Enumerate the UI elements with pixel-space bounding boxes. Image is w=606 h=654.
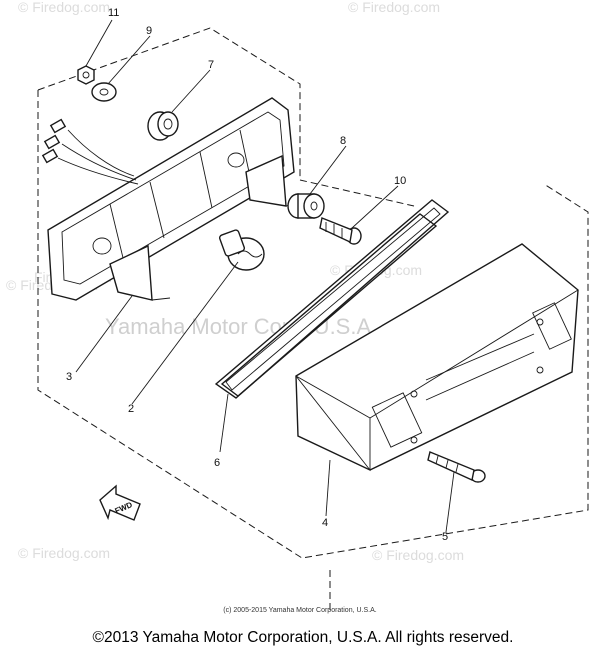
callout-11: 11 <box>108 7 119 19</box>
watermark-bottom-right: © Firedog.com <box>372 547 464 563</box>
copyright-main: ©2013 Yamaha Motor Corporation, U.S.A. A… <box>93 629 514 646</box>
callout-labels: 11 9 7 8 10 3 2 6 4 5 <box>66 7 448 543</box>
callout-2: 2 <box>128 403 134 415</box>
callout-8: 8 <box>340 135 346 147</box>
callout-5: 5 <box>442 531 448 543</box>
watermark-top-right: © Firedog.com <box>348 0 440 15</box>
fwd-arrow: FWD <box>99 484 141 521</box>
nut-part <box>77 65 95 85</box>
lens-part <box>295 243 579 472</box>
gasket-part <box>214 199 450 399</box>
callout-9: 9 <box>146 25 152 37</box>
leader-lines <box>75 19 455 533</box>
collar-part <box>287 193 325 219</box>
wire-harness <box>41 118 139 185</box>
callout-6: 6 <box>214 457 220 469</box>
washer-part <box>91 82 117 102</box>
watermark-top-left: © Firedog.com <box>18 0 110 15</box>
grommet-part <box>147 111 179 141</box>
callout-4: 4 <box>322 517 328 529</box>
screw-5-part <box>427 451 486 483</box>
watermark-center: Yamaha Motor Corp, U.S.A. <box>105 314 377 339</box>
bulb-part <box>218 229 265 271</box>
lamp-housing <box>47 97 301 301</box>
copyright-small: (c) 2005-2015 Yamaha Motor Corporation, … <box>223 607 376 614</box>
assembly-outline <box>37 27 589 610</box>
screw-10-part <box>319 217 362 245</box>
callout-3: 3 <box>66 371 72 383</box>
callout-10: 10 <box>394 175 406 187</box>
watermark-bottom-left: © Firedog.com <box>18 545 110 561</box>
callout-7: 7 <box>208 59 214 71</box>
